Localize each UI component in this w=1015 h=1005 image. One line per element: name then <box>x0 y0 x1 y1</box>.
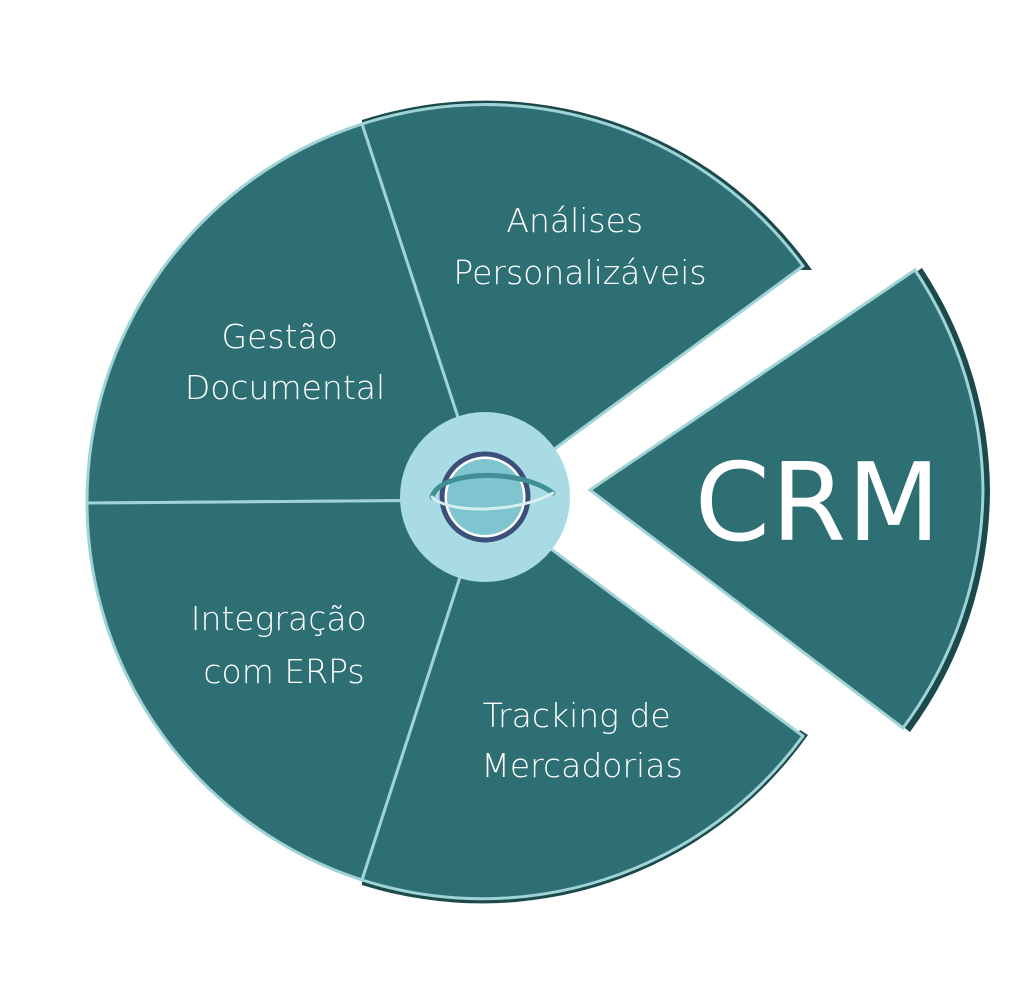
segment-integracao <box>85 498 488 882</box>
label-tracking-line-1: Tracking de <box>483 696 671 735</box>
segment-tracking <box>360 497 806 901</box>
segment-gestao <box>85 122 488 505</box>
segment-crm <box>587 267 985 731</box>
label-integracao-line-1: Integração <box>191 599 367 638</box>
label-analises: Análises Personalizáveis <box>453 201 706 292</box>
segment-labels: Análises Personalizáveis Gestão Document… <box>185 201 942 785</box>
label-tracking: Tracking de Mercadorias <box>481 696 682 785</box>
label-analises-line-2: Personalizáveis <box>453 253 706 292</box>
label-integracao: Integração com ERPs <box>191 599 378 691</box>
label-integracao-line-2: com ERPs <box>203 652 364 691</box>
label-analises-line-1: Análises <box>506 201 643 240</box>
label-gestao-line-1: Gestão <box>222 317 338 356</box>
segment-analises <box>360 103 806 503</box>
label-crm: CRM <box>695 441 942 566</box>
hub <box>400 412 570 582</box>
label-gestao: Gestão Documental <box>185 317 385 407</box>
label-gestao-line-2: Documental <box>185 368 385 407</box>
label-tracking-line-2: Mercadorias <box>481 746 682 785</box>
wheel-segments <box>85 103 806 901</box>
orbit-logo-icon <box>429 451 556 543</box>
